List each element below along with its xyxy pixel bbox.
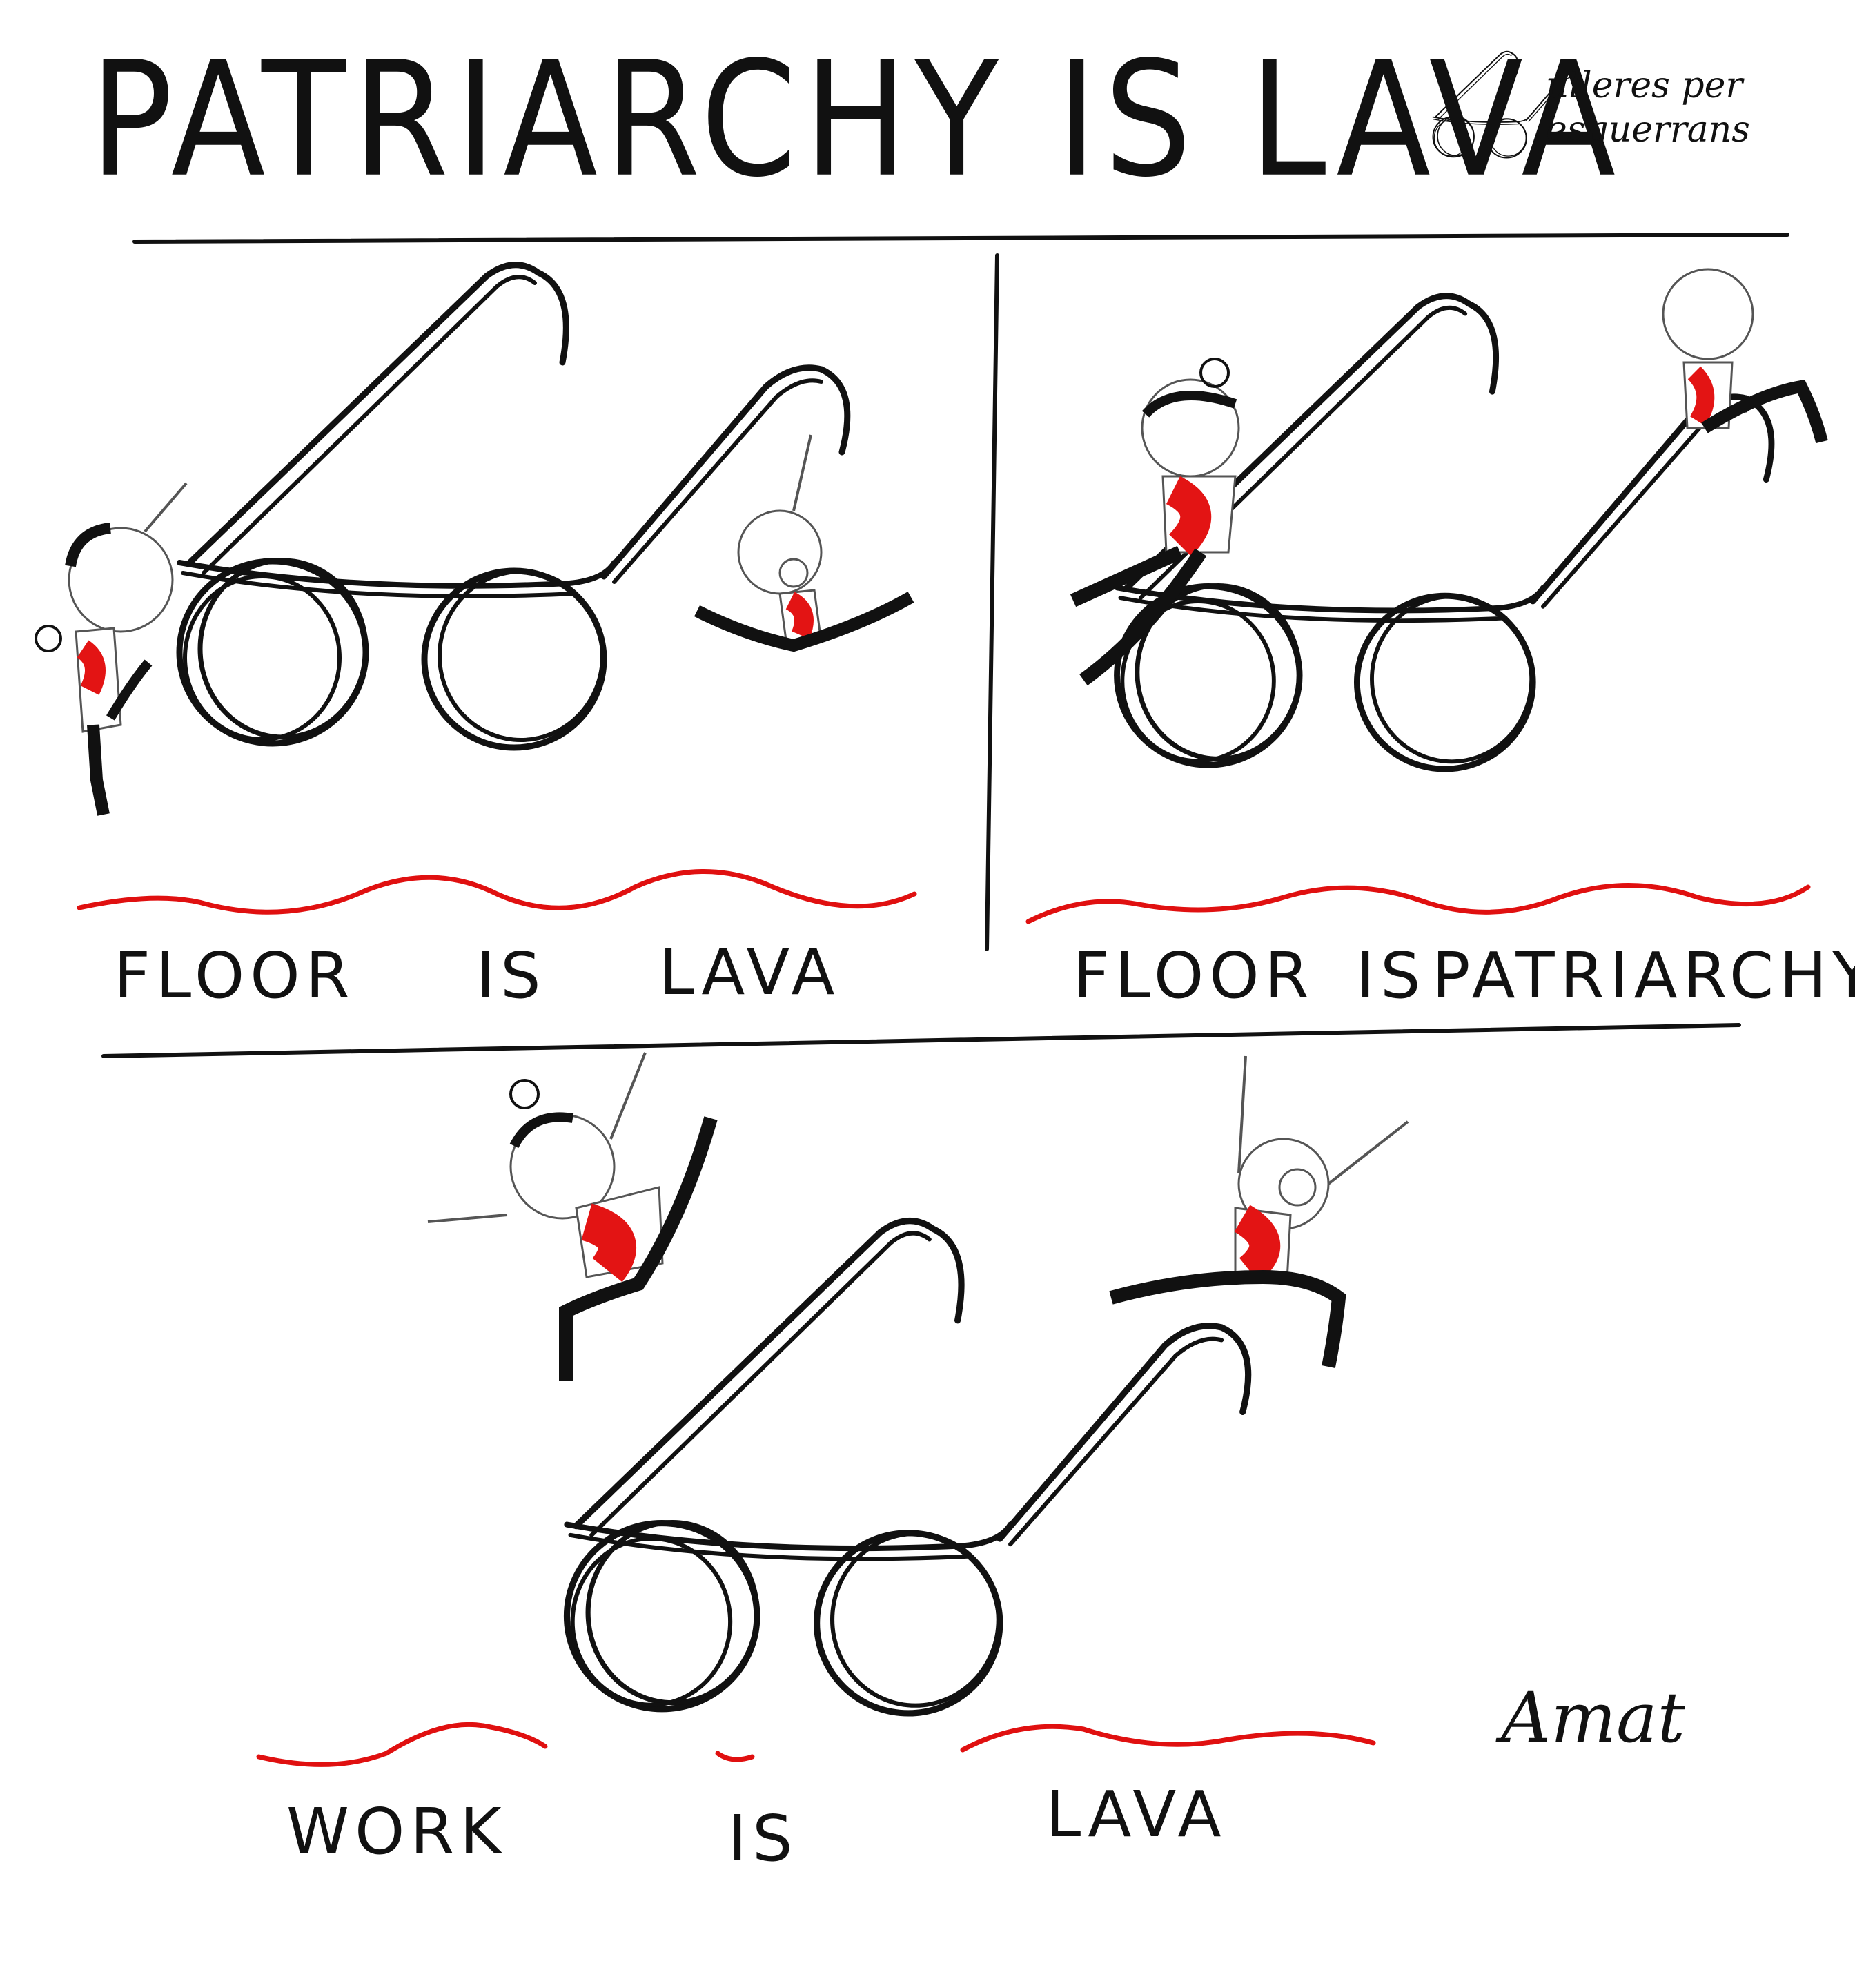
panel-3-caption-word: IS	[728, 1802, 798, 1875]
panel-2-caption-word: FLOOR	[1073, 939, 1315, 1013]
panel-1	[35, 265, 917, 915]
artist-signature: Amat	[1501, 1677, 1685, 1758]
panel-3-caption-word: LAVA	[1046, 1777, 1227, 1851]
character-woman-jumping	[427, 1052, 718, 1381]
lava-wave	[256, 1722, 1376, 1767]
lava-wave	[1025, 883, 1811, 924]
header-divider	[132, 233, 1789, 244]
panel-vertical-divider	[985, 253, 999, 951]
character-man-top	[1662, 268, 1828, 444]
panel-3-caption-word: WORK	[286, 1795, 507, 1869]
panel-1-caption-word: FLOOR	[114, 939, 355, 1013]
character-man-jumping	[1109, 1055, 1409, 1368]
lava-wave	[77, 869, 917, 915]
panel-2-caption-word: IS	[1356, 939, 1426, 1013]
character-woman-climbing	[35, 482, 188, 816]
page-title: PATRIARCHY IS LAVA	[90, 28, 1623, 213]
row-divider	[101, 1023, 1741, 1058]
panel-1-caption-word: LAVA	[659, 935, 841, 1009]
character-man-hanging	[694, 434, 914, 652]
panel-3	[256, 1052, 1409, 1767]
character-woman-leaning	[1070, 358, 1240, 686]
eyeglasses-icon	[179, 265, 847, 748]
logo-text: ulleres per esquerrans	[1546, 65, 1750, 150]
panel-1-caption-word: IS	[476, 939, 547, 1013]
panel-2-caption-word: PATRIARCHY	[1432, 939, 1855, 1013]
panel-2	[1025, 268, 1828, 924]
